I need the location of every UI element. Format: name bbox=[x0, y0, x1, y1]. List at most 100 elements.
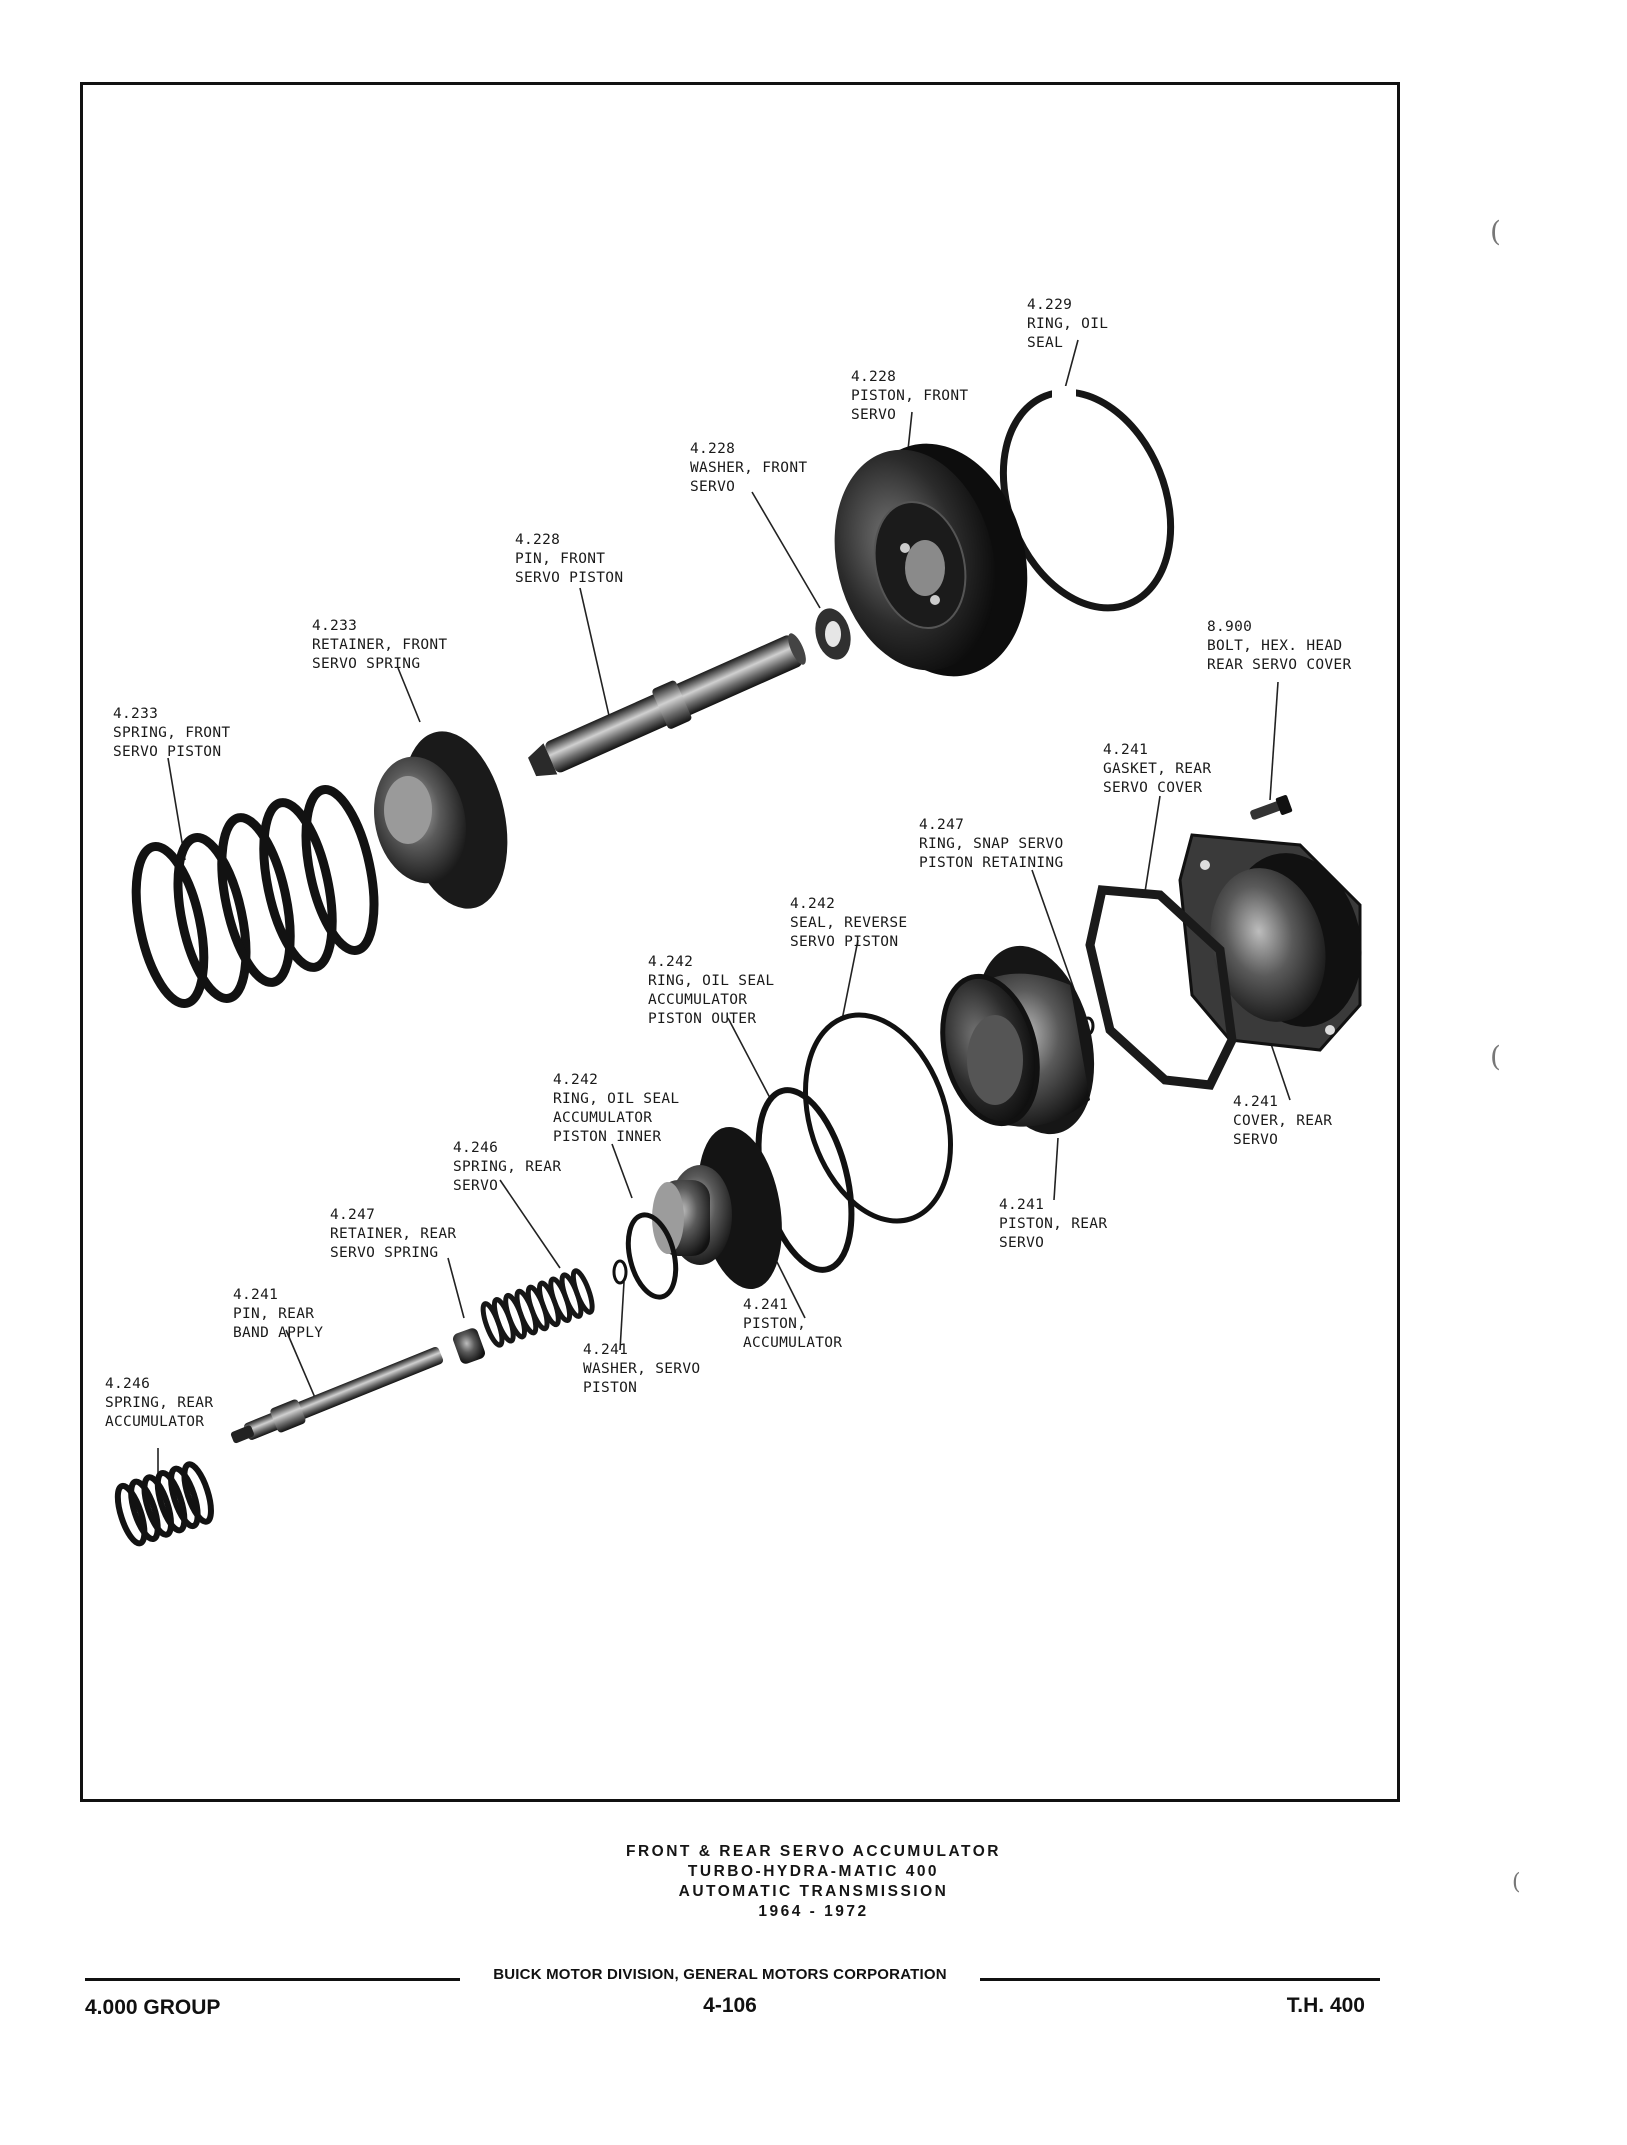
part-name-line: PISTON bbox=[583, 1380, 638, 1396]
part-number: 4.242 bbox=[790, 896, 836, 912]
part-number: 4.242 bbox=[648, 954, 694, 970]
part-number: 4.228 bbox=[851, 369, 897, 385]
footer-model: T.H. 400 bbox=[1286, 1994, 1365, 2017]
footer-group: 4.000 GROUP bbox=[85, 1996, 221, 2019]
part-name-line: REAR SERVO COVER bbox=[1207, 657, 1352, 673]
piston-accumulator-part bbox=[652, 1126, 782, 1290]
part-name-line: ACCUMULATOR bbox=[743, 1335, 843, 1351]
bolt-hex-head-part bbox=[1250, 795, 1293, 820]
part-name-line: PISTON INNER bbox=[553, 1129, 662, 1145]
part-number: 4.241 bbox=[743, 1297, 789, 1313]
part-name-line: PISTON OUTER bbox=[648, 1011, 757, 1027]
part-name-line: SERVO PISTON bbox=[113, 744, 222, 760]
part-name-line: BAND APPLY bbox=[233, 1325, 324, 1341]
part-name-line: SERVO bbox=[1233, 1132, 1279, 1148]
part-name-line: SERVO bbox=[999, 1235, 1045, 1251]
pin-rear-band-apply-part bbox=[230, 1346, 444, 1444]
part-name-line: SEAL, REVERSE bbox=[790, 915, 908, 931]
figure-caption: FRONT & REAR SERVO ACCUMULATOR TURBO-HYD… bbox=[0, 1842, 1627, 1922]
part-number: 4.242 bbox=[553, 1072, 599, 1088]
margin-mark: ( bbox=[1490, 215, 1501, 248]
part-name-line: WASHER, FRONT bbox=[690, 460, 808, 476]
part-name-line: RING, OIL SEAL bbox=[648, 973, 775, 989]
part-number: 4.233 bbox=[113, 706, 159, 722]
spring-front-servo-piston-part bbox=[131, 785, 379, 1009]
part-name-line: SPRING, FRONT bbox=[113, 725, 231, 741]
footer-page-number: 4-106 bbox=[703, 1994, 757, 2017]
part-number: 4.233 bbox=[312, 618, 358, 634]
part-name-line: ACCUMULATOR bbox=[105, 1414, 205, 1430]
piston-front-servo-part bbox=[834, 443, 1028, 677]
part-number: 4.241 bbox=[583, 1342, 629, 1358]
pin-front-servo-piston-part bbox=[528, 633, 806, 777]
margin-mark: ( bbox=[1512, 1870, 1521, 1895]
washer-front-servo-part bbox=[815, 608, 851, 660]
ring-oil-seal-inner-part bbox=[625, 1212, 679, 1300]
part-name-line: PISTON, FRONT bbox=[851, 388, 969, 404]
footer-rule-left bbox=[85, 1978, 460, 1981]
part-number: 4.241 bbox=[233, 1287, 279, 1303]
part-name-line: SERVO bbox=[453, 1178, 499, 1194]
part-name-line: SERVO bbox=[690, 479, 736, 495]
gasket-rear-servo-cover-part bbox=[1085, 885, 1237, 1090]
part-name-line: PIN, REAR bbox=[233, 1306, 315, 1322]
diagram-frame bbox=[80, 82, 1400, 1802]
caption-line-2: TURBO-HYDRA-MATIC 400 bbox=[687, 1863, 940, 1880]
part-name-line: ACCUMULATOR bbox=[553, 1110, 653, 1126]
part-name-line: RING, OIL bbox=[1027, 316, 1109, 332]
part-name-line: SERVO SPRING bbox=[312, 656, 421, 672]
part-name-line: SPRING, REAR bbox=[105, 1395, 214, 1411]
part-name-line: WASHER, SERVO bbox=[583, 1361, 701, 1377]
footer-publisher: BUICK MOTOR DIVISION, GENERAL MOTORS COR… bbox=[493, 1966, 947, 1983]
part-name-line: PIN, FRONT bbox=[515, 551, 606, 567]
part-name-line: BOLT, HEX. HEAD bbox=[1207, 638, 1343, 654]
part-number: 4.229 bbox=[1027, 297, 1073, 313]
retainer-front-servo-spring-part bbox=[374, 731, 508, 909]
caption-line-3: AUTOMATIC TRANSMISSION bbox=[678, 1883, 949, 1900]
part-number: 4.228 bbox=[515, 532, 561, 548]
spring-rear-accumulator-part bbox=[114, 1461, 214, 1547]
part-name-line: SPRING, REAR bbox=[453, 1159, 562, 1175]
caption-line-4: 1964 - 1972 bbox=[758, 1903, 869, 1920]
part-name-line: RING, SNAP SERVO bbox=[919, 836, 1064, 852]
part-number: 4.247 bbox=[330, 1207, 376, 1223]
part-number: 4.228 bbox=[690, 441, 736, 457]
piston-rear-servo-part bbox=[940, 945, 1095, 1135]
part-name-line: PISTON, bbox=[743, 1316, 807, 1332]
part-name-line: SERVO PISTON bbox=[790, 934, 899, 950]
part-name-line: SERVO bbox=[851, 407, 897, 423]
part-name-line: GASKET, REAR bbox=[1103, 761, 1212, 777]
part-name-line: RETAINER, REAR bbox=[330, 1226, 457, 1242]
part-number: 4.241 bbox=[999, 1197, 1045, 1213]
part-name-line: ACCUMULATOR bbox=[648, 992, 748, 1008]
part-name-line: SERVO COVER bbox=[1103, 780, 1203, 796]
margin-mark: ( bbox=[1490, 1040, 1501, 1073]
part-name-line: SEAL bbox=[1027, 335, 1064, 351]
part-number: 4.241 bbox=[1103, 742, 1149, 758]
footer-rule-right bbox=[980, 1978, 1380, 1981]
part-number: 4.247 bbox=[919, 817, 965, 833]
part-name-line: PISTON RETAINING bbox=[919, 855, 1064, 871]
spring-rear-servo-part bbox=[480, 1268, 595, 1348]
part-name-line: COVER, REAR bbox=[1233, 1113, 1333, 1129]
caption-line-1: FRONT & REAR SERVO ACCUMULATOR bbox=[626, 1843, 1001, 1860]
